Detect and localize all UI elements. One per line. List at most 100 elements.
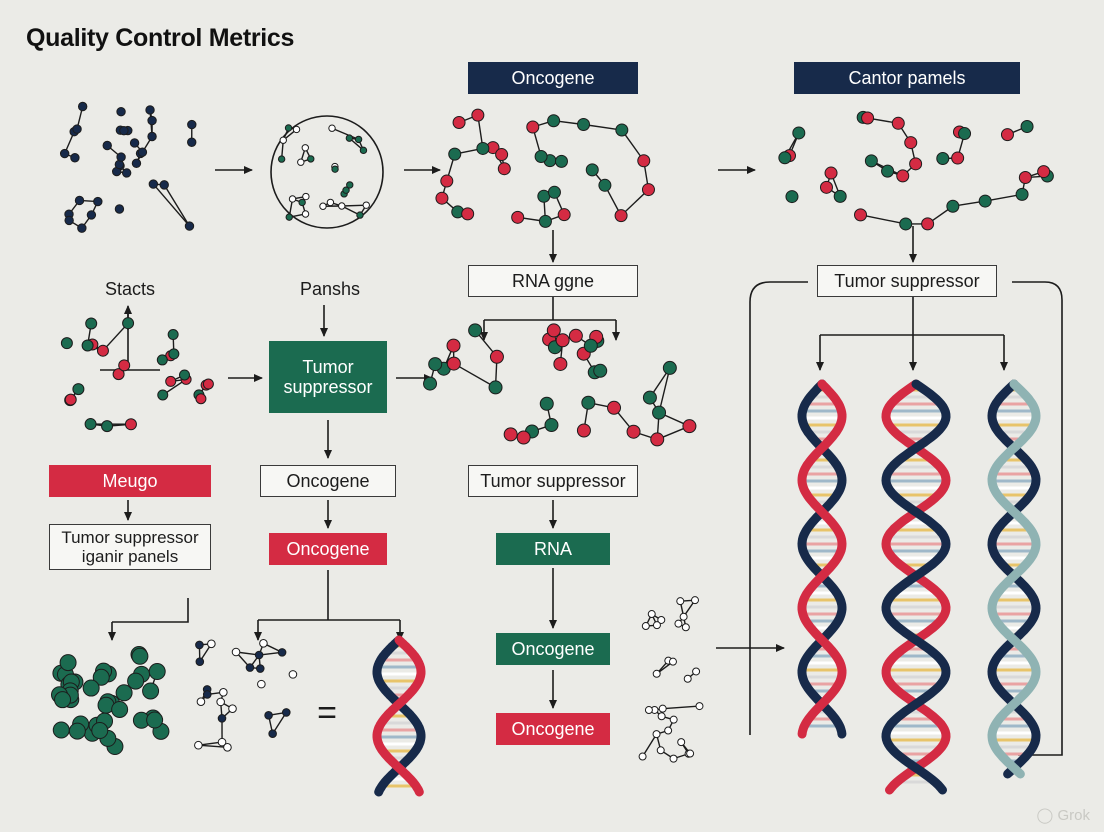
molecule-atom: [157, 389, 169, 401]
molecule-atom: [92, 668, 110, 686]
molecule-bond: [331, 127, 359, 141]
molecule-atom: [64, 393, 77, 406]
molecule-atom: [1037, 165, 1051, 179]
molecule-atom: [539, 396, 554, 411]
molecule-atom: [978, 194, 992, 208]
tumor-suppressor-right-label: Tumor suppressor: [834, 271, 980, 291]
molecule-atom: [657, 615, 666, 624]
molecule-atom: [216, 697, 225, 707]
molecule-atom: [637, 154, 651, 168]
molecule-atom: [72, 383, 85, 396]
helix-strand: [797, 379, 847, 739]
molecule-atom: [489, 349, 504, 364]
molecule-atom: [921, 217, 935, 231]
molecule-atom: [785, 190, 799, 204]
tumor-suppressor-panels-box: Tumor suppressor iganir panels: [49, 524, 211, 570]
oncogene-red-left-box: Oncogene: [269, 533, 387, 565]
molecule-atom: [74, 195, 85, 206]
molecule-bond: [198, 744, 228, 749]
molecule-atom: [187, 137, 197, 147]
molecule-atom: [52, 721, 70, 739]
dna-helix-layer: [372, 379, 1041, 797]
helix-strand: [881, 379, 951, 795]
molecule-atom: [647, 610, 656, 619]
molecule-atom: [129, 138, 140, 148]
molecule-atom: [60, 337, 73, 350]
molecule-atom: [195, 393, 207, 405]
molecule-atom: [681, 623, 690, 632]
molecule-atom: [284, 124, 293, 132]
molecule-atom: [946, 199, 960, 213]
molecule-bond: [102, 322, 129, 352]
navy-network: [59, 101, 197, 233]
molecule-atom: [891, 116, 905, 130]
molecule-atom: [231, 647, 241, 657]
molecule-atom: [281, 708, 291, 717]
molecule-atom: [119, 125, 129, 136]
molecule-atom: [656, 746, 665, 755]
molecule-atom: [59, 148, 70, 159]
molecule-atom: [516, 430, 531, 445]
molecule-atom: [70, 153, 80, 163]
molecule-atom: [690, 596, 699, 605]
molecule-atom: [85, 317, 98, 330]
molecule-atom: [168, 348, 180, 360]
molecule-atom: [428, 357, 443, 372]
molecule-atom: [679, 612, 688, 621]
molecule-bond: [658, 367, 671, 413]
molecule-atom: [346, 181, 354, 189]
oncogene-outline-box: Oncogene: [260, 465, 396, 497]
oncogene-header-box: Oncogene: [468, 62, 638, 94]
molecule-atom: [778, 151, 792, 165]
molecule-atom: [1000, 128, 1014, 142]
molecule-atom: [819, 180, 833, 194]
equals-sign: =: [317, 694, 337, 732]
molecule-atom: [833, 189, 847, 203]
molecule-atom: [54, 691, 72, 709]
molecule-atom: [555, 333, 570, 348]
molecule-atom: [534, 149, 548, 163]
molecule-atom: [122, 317, 135, 330]
small-network-b: [638, 702, 704, 763]
molecule-atom: [121, 168, 132, 178]
molecule-atom: [148, 179, 159, 189]
molecule-atom: [362, 201, 370, 209]
molecule-atom: [159, 180, 169, 190]
tumor-suppressor-green-label: Tumor suppressor: [283, 357, 373, 397]
molecule-atom: [1015, 187, 1029, 201]
molecule-atom: [68, 722, 86, 740]
molecule-atom: [468, 323, 483, 338]
mixed-network-middle: [423, 323, 697, 447]
molecule-atom: [292, 125, 301, 134]
molecule-atom: [650, 432, 665, 447]
oncogene-green-label: Oncogene: [511, 639, 595, 659]
molecule-atom: [147, 115, 157, 126]
molecule-atom: [662, 360, 677, 375]
molecule-atom: [259, 639, 268, 648]
molecule-atom: [461, 207, 475, 221]
molecule-atom: [547, 114, 561, 128]
molecule-atom: [446, 338, 461, 353]
molecule-atom: [257, 679, 266, 689]
helix-strand: [372, 635, 426, 797]
molecule-atom: [936, 151, 950, 165]
panshs-label: Panshs: [299, 279, 361, 299]
molecule-atom: [581, 395, 596, 410]
molecule-atom: [488, 380, 503, 395]
molecule-bond: [152, 183, 191, 227]
molecule-atom: [255, 664, 265, 673]
molecule-atom: [223, 743, 232, 752]
rna-box: RNA: [496, 533, 610, 565]
molecule-atom: [288, 195, 297, 203]
molecule-atom: [59, 654, 77, 672]
molecule-atom: [116, 152, 126, 162]
molecule-atom: [652, 621, 661, 630]
molecule-atom: [115, 684, 133, 702]
mixed-network-right: [778, 110, 1054, 231]
molecule-atom: [319, 202, 327, 210]
molecule-atom: [156, 354, 168, 366]
rna-ggne-box: RNA ggne: [468, 265, 638, 297]
molecule-atom: [102, 140, 112, 151]
molecule-atom: [301, 210, 310, 218]
molecule-atom: [196, 697, 206, 706]
